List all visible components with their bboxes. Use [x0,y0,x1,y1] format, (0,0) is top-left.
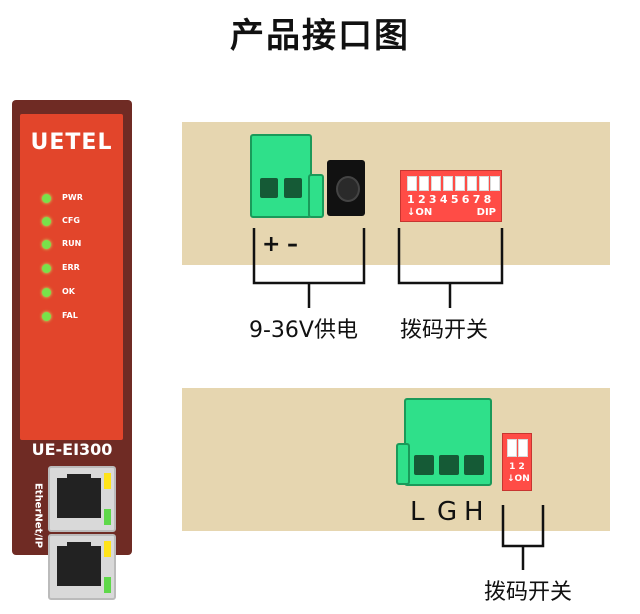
rj45-jack-icon [57,474,101,518]
led-indicator-icon [42,217,51,226]
bottom-side-panel: 1 2 ↓ON [182,388,610,531]
activity-led-icon [104,577,111,593]
dc-power-jack-icon [327,160,365,216]
link-led-icon [104,473,111,489]
terminal-screw-icon [284,178,302,198]
terminal-label-l: L [410,497,425,527]
port-panel: EtherNet/IP [20,462,123,600]
power-caption: 9-36V供电 [249,318,358,343]
terminal-side-icon [308,174,324,218]
top-side-panel: 12345678 ↓ON DIP [182,122,610,265]
dip-label: DIP [476,207,496,218]
terminal-label-g: G [437,497,458,527]
dip2-on-label: ↓ON [507,474,530,484]
device-front-panel: UETEL PWR CFG RUN ERR OK FAL [20,114,123,440]
dip2-bracket-line [501,505,545,548]
link-led-icon [104,541,111,557]
dip-toggle-icon [419,176,429,191]
polarity-minus: – [287,232,298,257]
dip-toggle-icon [443,176,453,191]
led-label: RUN [62,239,82,248]
led-indicator-icon [42,288,51,297]
activity-led-icon [104,509,111,525]
dip-bracket-line [397,228,504,285]
terminal-screw-icon [414,455,434,475]
terminal-label-h: H [464,497,484,527]
led-ok: OK [42,286,122,300]
dip-caption: 拨码开关 [400,318,489,343]
led-label: CFG [62,216,80,225]
led-cfg: CFG [42,215,122,229]
dip-toggle-icon [507,439,517,457]
dip-toggle-icon [490,176,500,191]
dip-on-label: ↓ON [407,207,433,218]
dip-toggle-icon [479,176,489,191]
dip-toggle-icon [431,176,441,191]
led-label: ERR [62,263,80,272]
device-body: UETEL PWR CFG RUN ERR OK FAL UE-EI300 Et… [12,100,132,600]
dip-switch-2: 1 2 ↓ON [502,433,532,491]
led-indicator-icon [42,240,51,249]
dip-toggle-icon [518,439,528,457]
ethernet-port-1 [48,466,116,532]
page-title: 产品接口图 [230,16,410,56]
led-label: PWR [62,193,83,202]
dip-toggle-icon [455,176,465,191]
dip-toggle-icon [407,176,417,191]
led-indicator-icon [42,264,51,273]
led-err: ERR [42,262,122,276]
dip-switch-8: 12345678 ↓ON DIP [400,170,502,222]
polarity-plus: + [262,232,281,257]
terminal-screw-icon [439,455,459,475]
terminal-screw-icon [464,455,484,475]
dip-toggle-icon [467,176,477,191]
dip2-numbers: 1 2 [509,462,525,472]
led-pwr: PWR [42,192,122,206]
dip-numbers: 12345678 [407,193,495,206]
led-indicator-icon [42,194,51,203]
model-label: UE-EI300 [31,440,113,459]
led-label: OK [62,287,75,296]
dip2-caption: 拨码开关 [484,580,573,605]
terminal-side-icon [396,443,410,485]
terminal-screw-icon [260,178,278,198]
can-terminal-block [404,398,492,486]
ethernet-port-2 [48,534,116,600]
led-run: RUN [42,238,122,252]
rj45-jack-icon [57,542,101,586]
led-fal: FAL [42,310,122,324]
led-indicator-icon [42,312,51,321]
led-label: FAL [62,311,78,320]
brand-logo: UETEL [30,130,113,155]
